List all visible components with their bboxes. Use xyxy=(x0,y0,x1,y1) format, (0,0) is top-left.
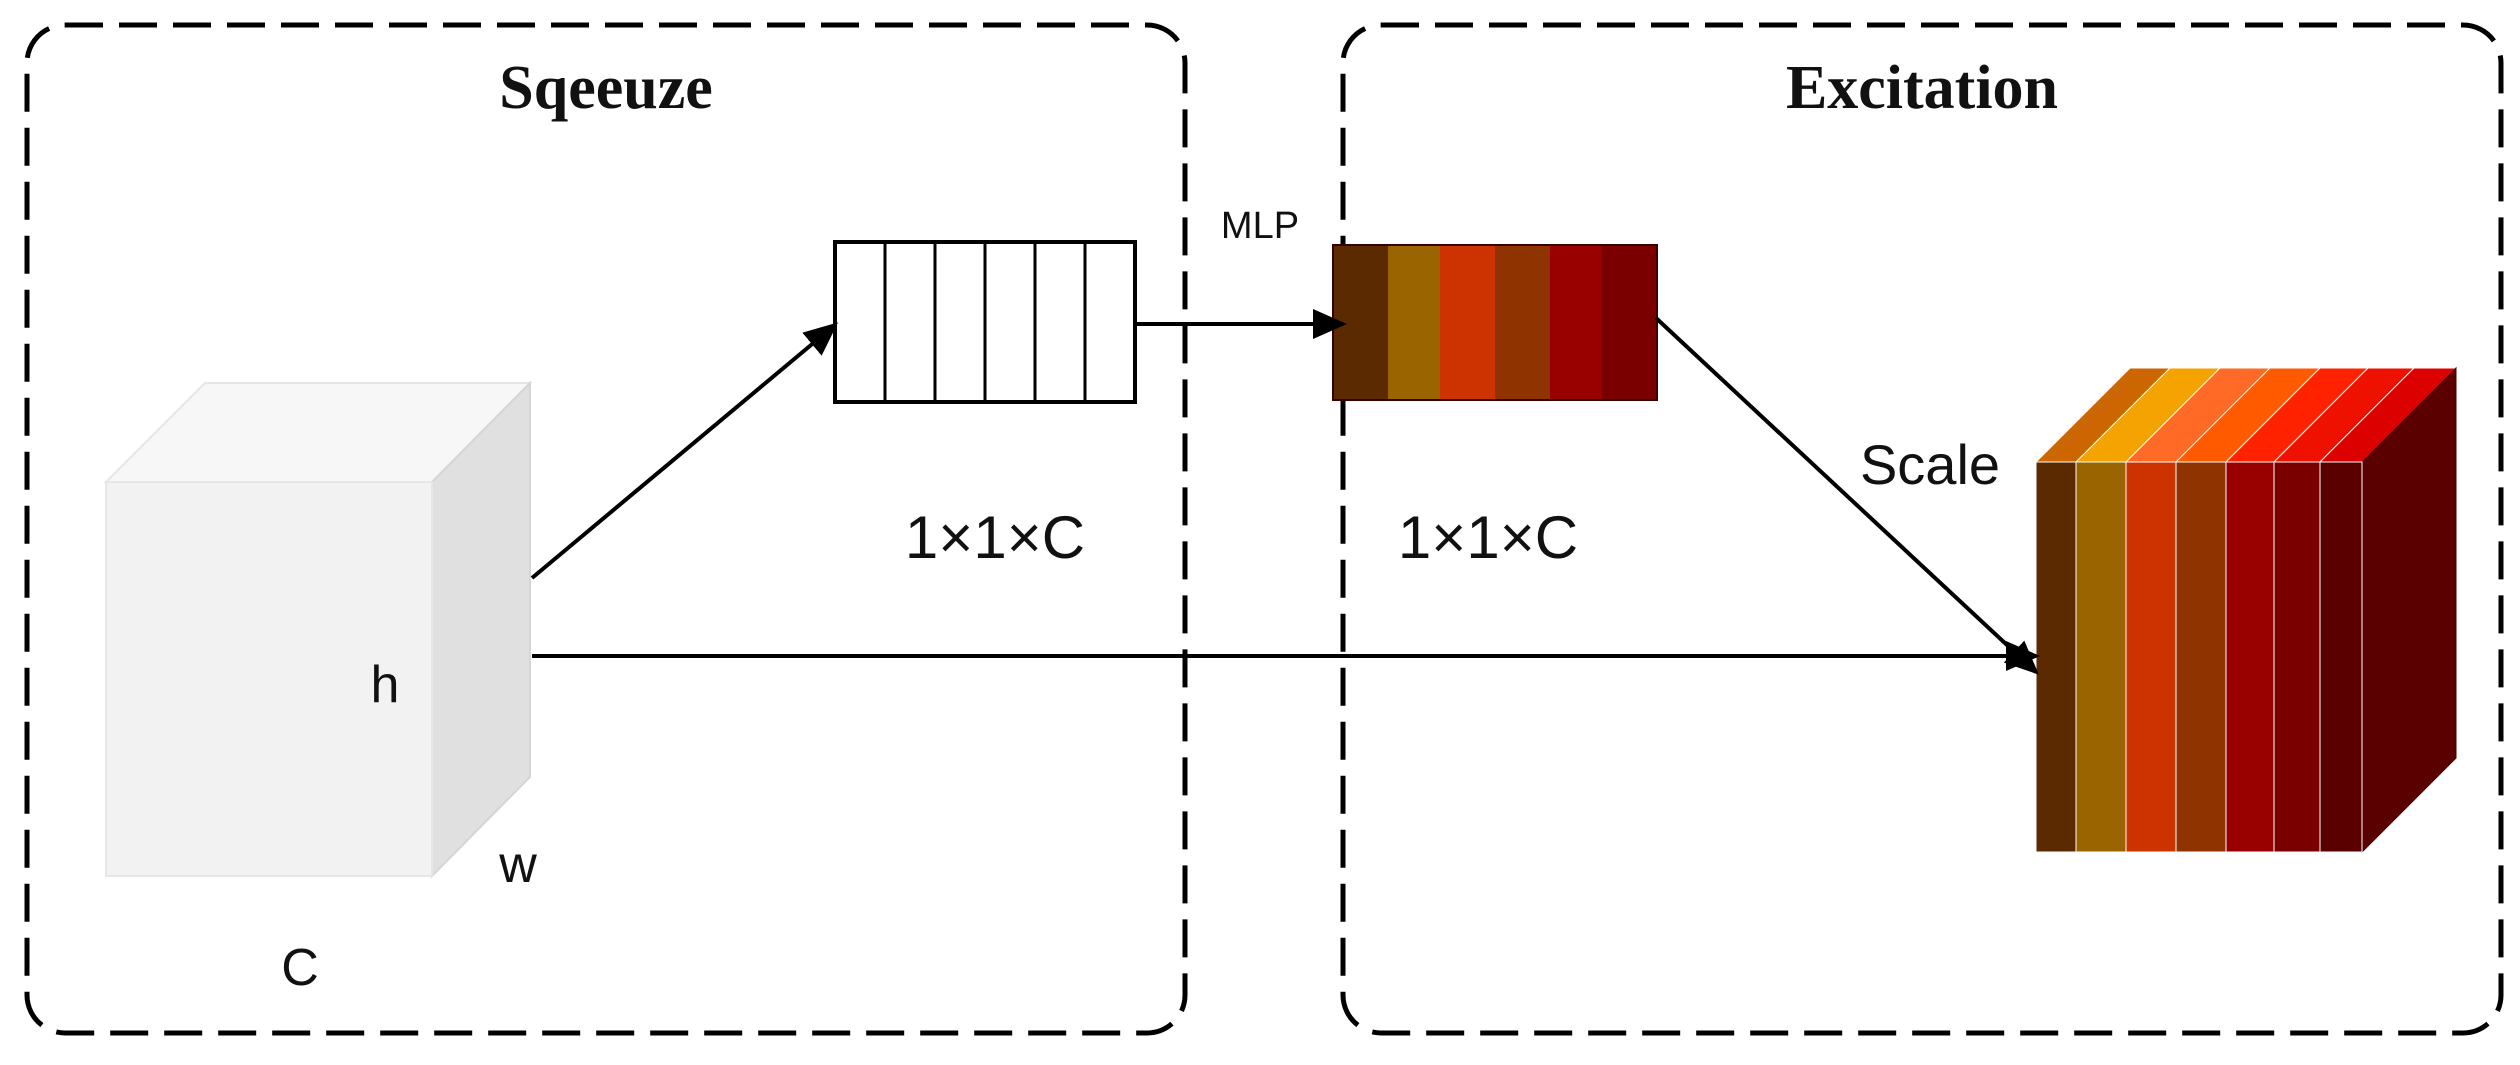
output-channel-strip xyxy=(2075,461,2127,853)
weight-channel-strip xyxy=(1440,245,1495,400)
excitation-title: Excitation xyxy=(1786,54,2058,122)
output-channel-strip xyxy=(2273,461,2321,853)
output-channel-strip xyxy=(2125,461,2177,853)
output-channel-strip xyxy=(2175,461,2227,853)
pooled-vector xyxy=(833,240,1137,404)
scale-arrow xyxy=(1654,316,2039,675)
excitation-panel xyxy=(1340,22,2504,1036)
weight-channel-strip xyxy=(1550,245,1602,400)
channel-weight-vector xyxy=(1332,244,1658,401)
output-channel-strip xyxy=(2225,461,2275,853)
cube-width-label: w xyxy=(498,836,537,894)
scaled-feature-cube xyxy=(2034,366,2458,854)
cube-front-face xyxy=(105,481,433,877)
scale-label: Scale xyxy=(1860,433,2000,496)
weight-channel-strip xyxy=(1495,245,1550,400)
weight-channel-strip xyxy=(1388,245,1440,400)
output-channel-strip xyxy=(2319,461,2363,853)
cube-height-label: h xyxy=(371,656,400,714)
pooled-vector-dimension: 1×1×C xyxy=(905,504,1085,571)
squeeze-panel xyxy=(24,22,1188,1036)
squeeze-arrow xyxy=(530,322,839,580)
output-channel-strip xyxy=(2035,461,2077,853)
weight-vector-dimension: 1×1×C xyxy=(1398,504,1578,571)
squeeze-title: Sqeeuze xyxy=(499,54,713,122)
cube-channel-label: C xyxy=(281,939,319,997)
input-feature-cube xyxy=(103,380,533,879)
weight-channel-strip xyxy=(1602,245,1657,400)
mlp-label: MLP xyxy=(1221,205,1299,247)
